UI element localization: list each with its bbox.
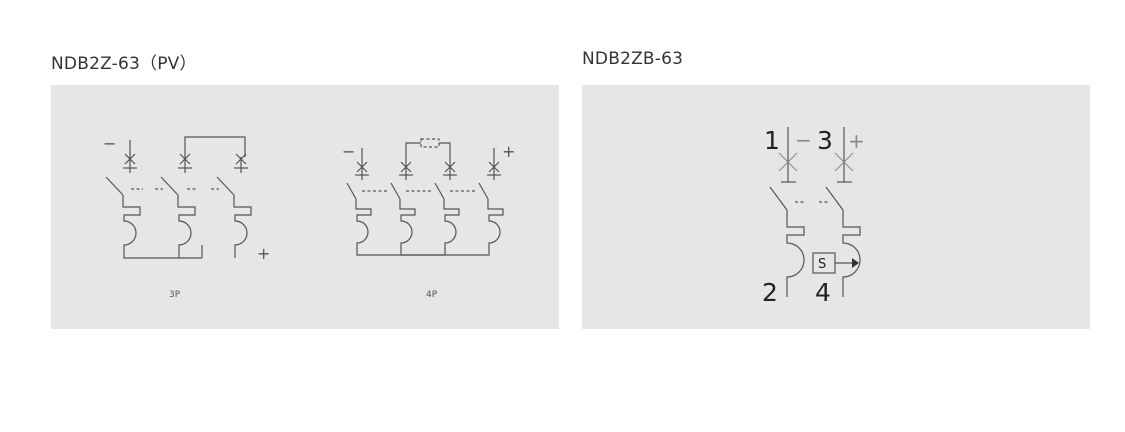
plus-sign: + (848, 129, 865, 153)
terminal-1: 1 (764, 126, 780, 155)
wiring-diagrams-3p-4p: − (103, 134, 515, 300)
right-diagram-panel: 1 3 2 4 − + S (582, 85, 1090, 329)
caption-3p: 3P (169, 290, 181, 300)
terminal-2: 2 (762, 278, 778, 307)
diagram-4p: − + (342, 138, 515, 300)
wiring-diagram-ndb2zb: 1 3 2 4 − + S (762, 126, 865, 307)
minus-sign-4p: − (342, 142, 355, 161)
pole-3-top (234, 153, 248, 173)
plus-sign-3p: + (257, 244, 270, 263)
left-panel-title: NDB2Z-63（PV） (51, 54, 197, 74)
left-diagram-panel: − (51, 85, 559, 329)
pole-1-top (123, 140, 137, 173)
pole-2-top (178, 153, 192, 173)
terminal-3: 3 (817, 126, 833, 155)
s-module-label: S (818, 257, 826, 272)
caption-4p: 4P (426, 290, 438, 300)
terminal-4: 4 (815, 278, 831, 307)
minus-sign: − (795, 128, 812, 152)
minus-sign-3p: − (103, 134, 116, 153)
diagram-3p: − (103, 134, 270, 300)
right-panel-title: NDB2ZB-63 (582, 49, 684, 69)
plus-sign-4p: + (502, 142, 515, 161)
